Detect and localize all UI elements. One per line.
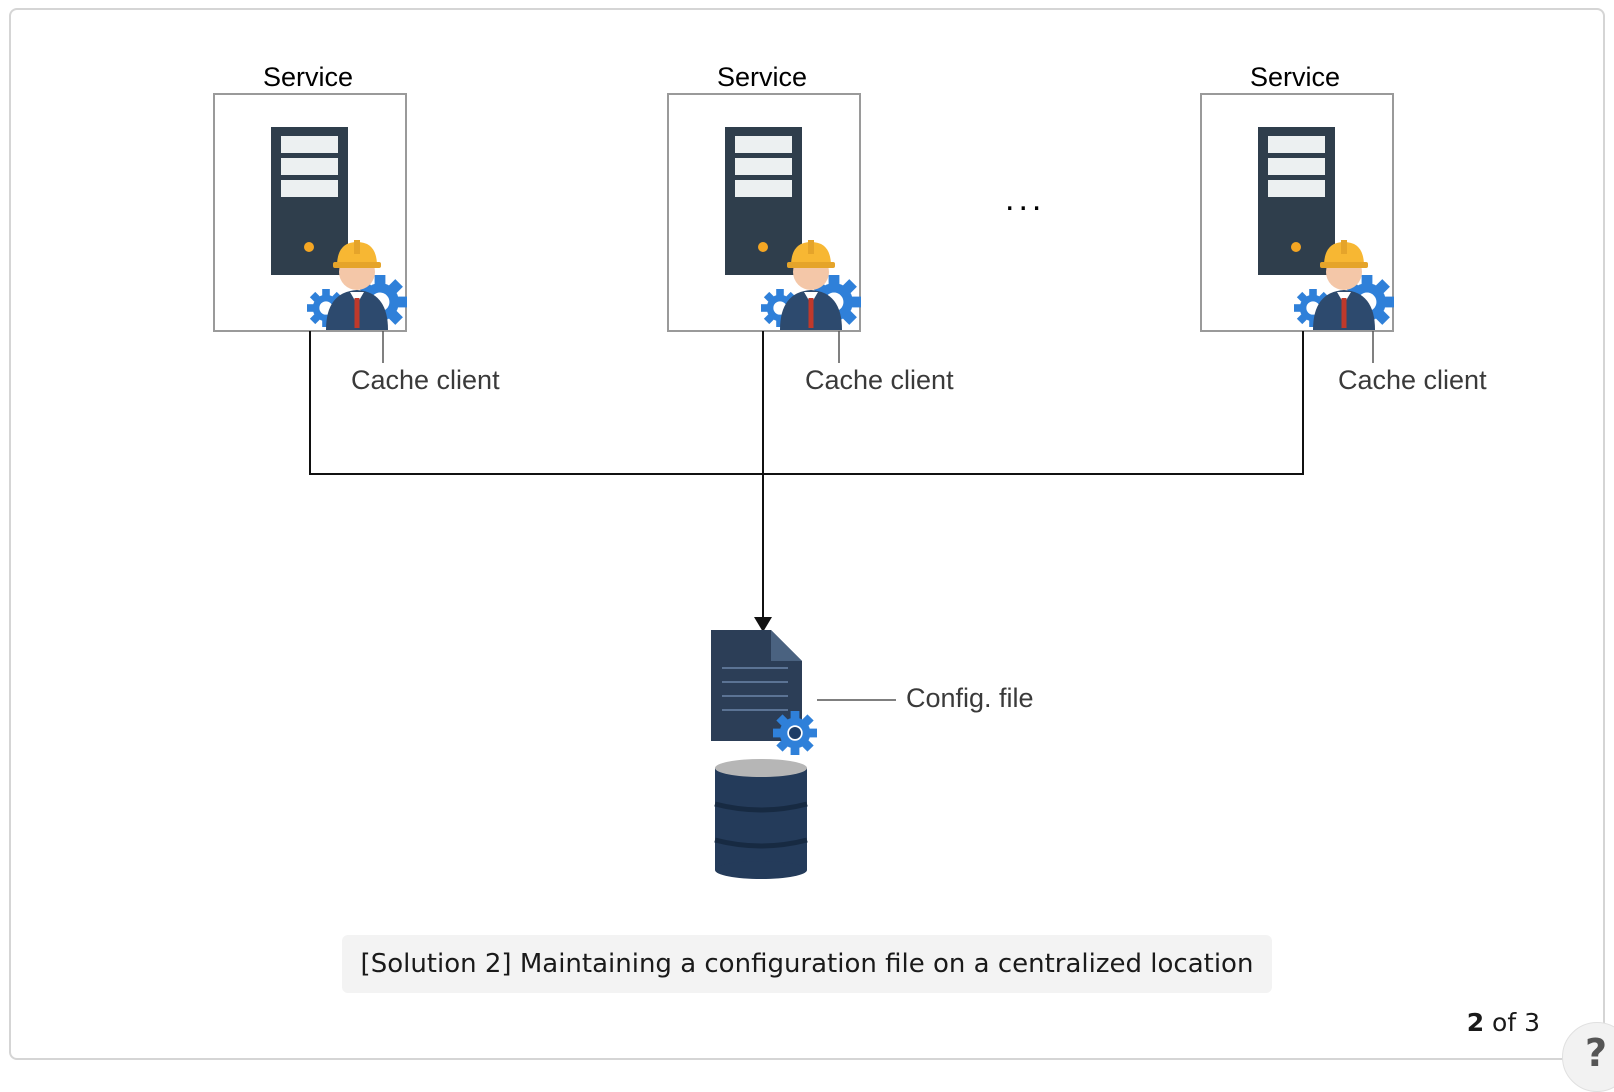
service-title: Service: [1249, 62, 1341, 92]
caption-box: [Solution 2] Maintaining a configuration…: [342, 935, 1272, 993]
service-title: Service: [716, 62, 808, 92]
cache-client-leaders: [382, 331, 1374, 363]
database-icon: [714, 759, 808, 879]
cache-client-label: Cache client: [805, 365, 954, 395]
config-file-icon: [711, 630, 817, 755]
caption-text: [Solution 2] Maintaining a configuration…: [360, 949, 1254, 979]
cache-client-label: Cache client: [1338, 365, 1487, 395]
pager-rest: of 3: [1492, 1008, 1540, 1037]
slide-pager: 2 of 3: [1467, 1008, 1540, 1037]
cache-client-label: Cache client: [351, 365, 500, 395]
architecture-diagram: [0, 0, 1614, 879]
service-box: [1201, 94, 1394, 331]
help-icon: ?: [1585, 1031, 1608, 1075]
more-services-ellipsis: ...: [1005, 180, 1046, 218]
config-file-label: Config. file: [906, 683, 1034, 713]
connector-lines: [309, 331, 1304, 620]
service-box: [214, 94, 407, 331]
service-title: Service: [262, 62, 354, 92]
pager-current: 2: [1466, 1008, 1485, 1037]
service-box: [668, 94, 861, 331]
arrow-head: [754, 617, 772, 632]
